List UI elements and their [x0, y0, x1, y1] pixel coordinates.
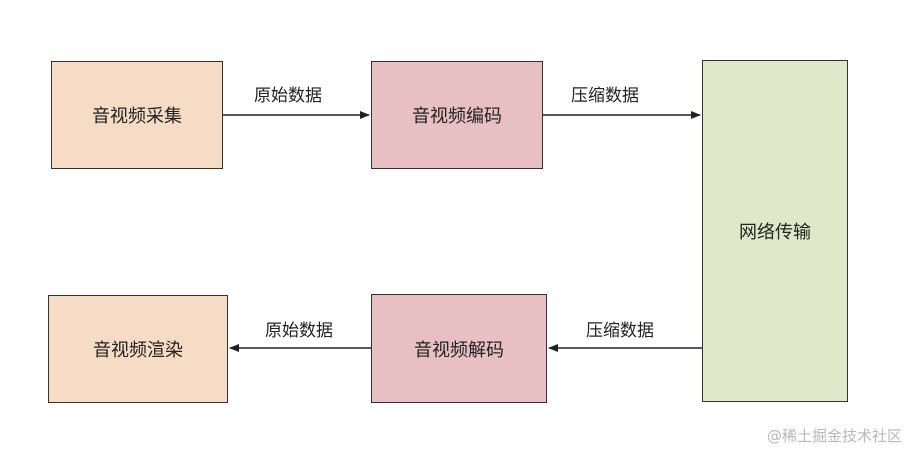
node-av-decode-label: 音视频解码	[414, 339, 504, 361]
watermark: @稀土掘金技术社区	[766, 427, 902, 445]
edge-label-compressed-data-bottom: 压缩数据	[586, 321, 654, 341]
node-av-capture: 音视频采集	[51, 61, 223, 169]
node-av-render-label: 音视频渲染	[93, 340, 183, 361]
edge-label-compressed-data-top: 压缩数据	[571, 86, 639, 106]
node-network-transfer: 网络传输	[702, 60, 848, 402]
node-av-encode-label: 音视频编码	[412, 106, 502, 127]
node-av-capture-label: 音视频采集	[92, 106, 182, 127]
node-av-render: 音视频渲染	[48, 295, 228, 403]
node-av-encode: 音视频编码	[371, 61, 543, 169]
node-network-transfer-label: 网络传输	[739, 222, 811, 243]
edge-label-raw-data-top: 原始数据	[254, 86, 322, 106]
edge-label-raw-data-bottom: 原始数据	[265, 321, 333, 341]
node-av-decode: 音视频解码	[371, 294, 547, 403]
